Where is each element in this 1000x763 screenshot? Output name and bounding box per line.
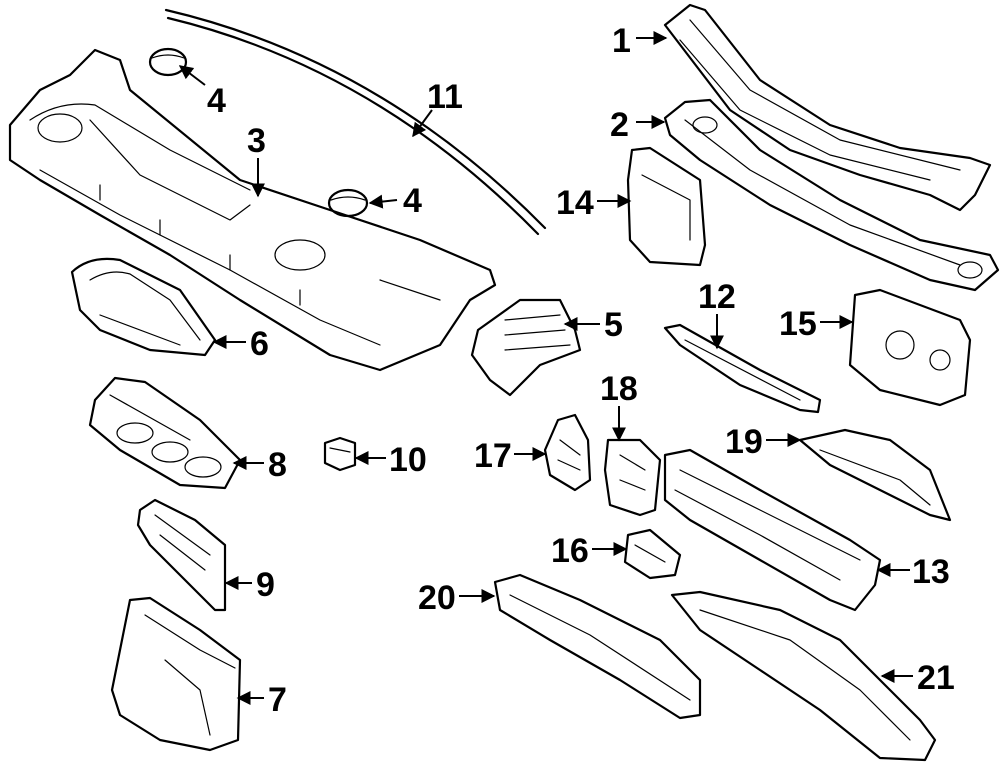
callout-15: 15	[779, 305, 817, 343]
part-3-cowl-panel	[8, 48, 497, 372]
callout-17: 17	[474, 437, 512, 475]
part-21-panel	[670, 590, 937, 762]
leader-lines	[178, 31, 913, 705]
part-9-bracket	[136, 498, 227, 612]
part-18-bracket	[603, 438, 662, 517]
callout-4-lower: 4	[403, 182, 422, 220]
callout-3: 3	[247, 122, 266, 160]
part-4-cap-upper	[148, 47, 188, 77]
callout-21: 21	[917, 659, 955, 697]
part-14-panel	[626, 146, 707, 267]
callout-16: 16	[551, 532, 589, 570]
part-6-cover	[70, 257, 217, 357]
part-17-bracket	[543, 413, 592, 492]
callout-11: 11	[427, 78, 463, 116]
callout-14: 14	[556, 184, 594, 222]
part-15-panel	[848, 288, 972, 407]
part-7-housing	[110, 596, 242, 752]
callout-18: 18	[600, 370, 638, 408]
callout-6: 6	[250, 325, 269, 363]
callout-4-upper: 4	[207, 82, 226, 120]
part-11-seal	[164, 8, 547, 236]
part-10-clip	[323, 436, 357, 472]
callout-13: 13	[912, 553, 950, 591]
part-5-bracket	[470, 298, 582, 397]
part-13-cross-member	[663, 448, 882, 612]
callout-7: 7	[268, 681, 287, 719]
part-16-clip	[623, 528, 682, 580]
part-8-tray	[88, 376, 242, 490]
callout-10: 10	[389, 441, 427, 479]
callout-8: 8	[268, 446, 287, 484]
callout-9: 9	[256, 566, 275, 604]
part-2-cross-member	[663, 98, 1000, 292]
callout-12: 12	[698, 278, 736, 316]
part-20-rail	[493, 573, 702, 720]
callout-1: 1	[612, 22, 631, 60]
callout-20: 20	[418, 579, 456, 617]
callout-labels: 1 2 3 4 4 5 6 7 8 9 10 11 12 13 14 15 16…	[207, 22, 955, 719]
callout-5: 5	[604, 306, 623, 344]
part-1-upper-panel	[663, 3, 992, 212]
callout-2: 2	[610, 106, 629, 144]
part-19-bracket	[798, 428, 952, 522]
callout-19: 19	[725, 423, 763, 461]
part-12-rail	[663, 323, 822, 414]
